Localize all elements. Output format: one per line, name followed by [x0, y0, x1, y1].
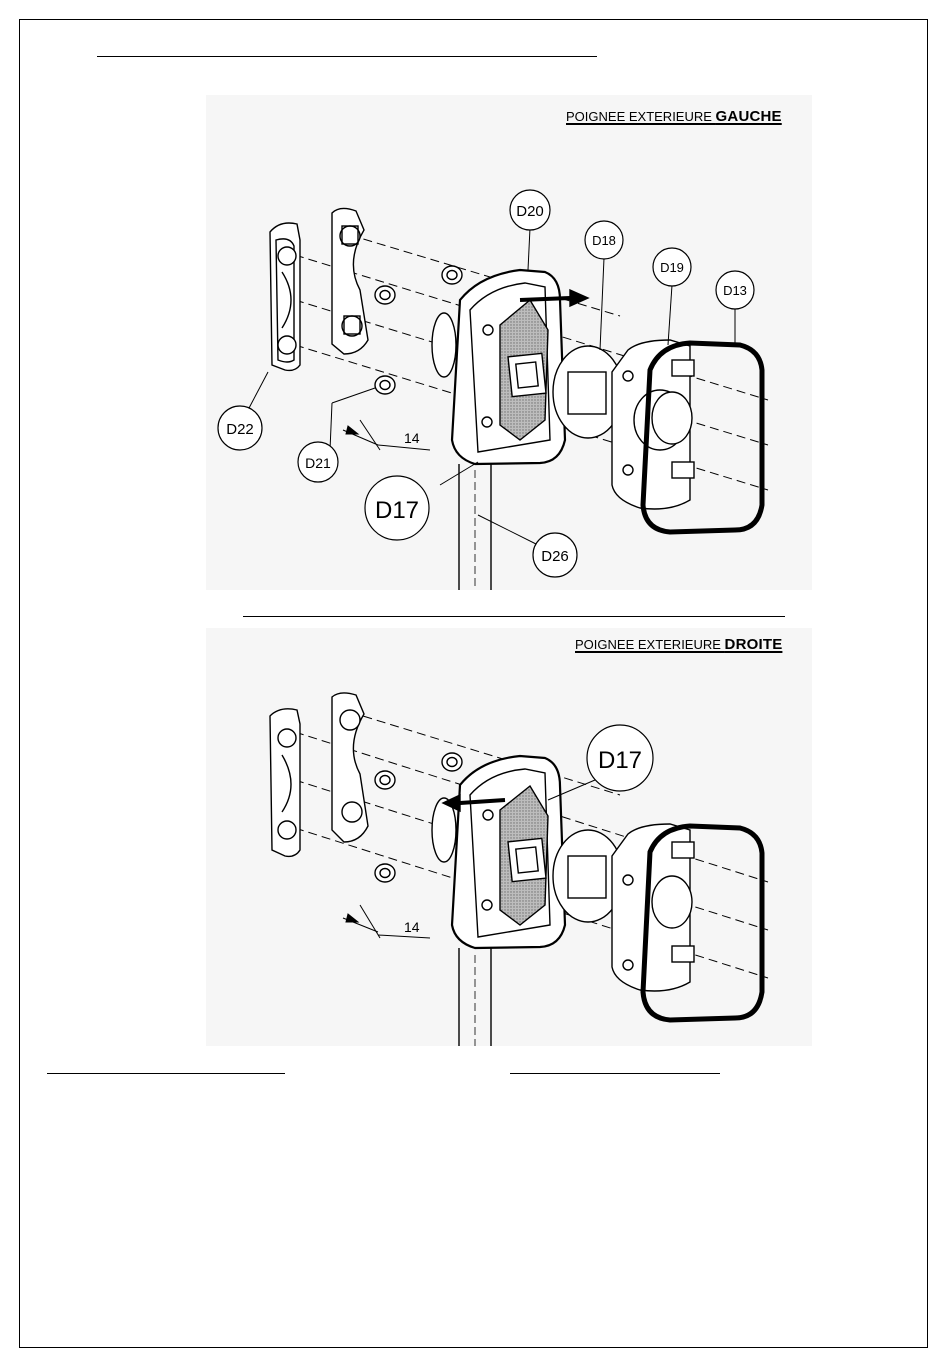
svg-text:D17: D17	[598, 747, 642, 774]
bottom-end-cap	[270, 709, 300, 857]
bottom-shaft	[459, 948, 491, 1046]
svg-text:D19: D19	[660, 260, 684, 275]
bottom-d17-housing	[432, 756, 565, 948]
top-dimension-label: 14	[404, 430, 420, 446]
d22-end-cap	[270, 223, 300, 370]
svg-text:D26: D26	[541, 548, 569, 565]
bottom-callout-d17: D17	[587, 725, 653, 791]
callout-d22: D22	[218, 406, 262, 450]
svg-text:D13: D13	[723, 283, 747, 298]
d26-shaft	[459, 464, 491, 590]
callout-d26: D26	[533, 533, 577, 577]
callout-d21: D21	[298, 442, 338, 482]
svg-text:D17: D17	[375, 497, 419, 524]
svg-text:D21: D21	[305, 455, 331, 471]
svg-text:D22: D22	[226, 421, 254, 438]
callout-d19: D19	[653, 248, 691, 286]
callout-d18: D18	[585, 221, 623, 259]
bottom-spacer-piece	[332, 693, 368, 842]
bottom-dimension-label: 14	[404, 919, 420, 935]
spacer-piece	[332, 208, 368, 354]
callout-d20: D20	[510, 190, 550, 230]
svg-text:D18: D18	[592, 233, 616, 248]
callout-d17: D17	[365, 476, 429, 540]
callout-d13: D13	[716, 271, 754, 309]
bottom-assembly	[270, 693, 768, 1046]
svg-text:D20: D20	[516, 203, 544, 220]
